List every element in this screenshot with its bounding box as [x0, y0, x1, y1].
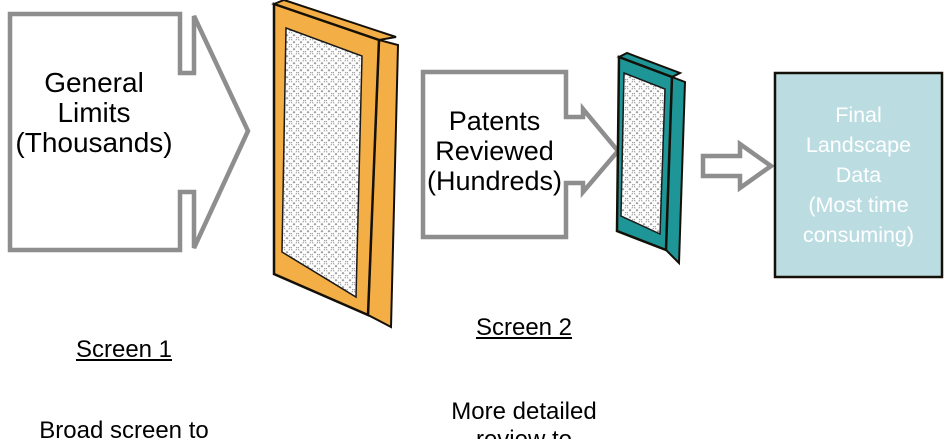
screen1-caption-title: Screen 1	[75, 336, 173, 363]
screen2-caption-body: More detailed review to efficiently elim…	[451, 398, 597, 439]
final-data-box	[773, 71, 944, 279]
screen1-caption-body: Broad screen to maximize search results	[39, 417, 209, 439]
final-step-arrow-icon	[700, 139, 775, 193]
screen2-filter-icon	[615, 51, 687, 266]
screen1-caption: Screen 1 Broad screen to maximize search…	[8, 282, 240, 439]
screen2-caption: Screen 2 More detailed review to efficie…	[438, 258, 610, 439]
patents-reviewed-label: Patents Reviewed (Hundreds)	[426, 106, 563, 196]
screen1-mesh	[281, 26, 363, 299]
general-limits-label: General Limits (Thousands)	[15, 67, 173, 158]
general-limits-arrow-shape	[7, 11, 251, 253]
screen1-filter-icon	[271, 0, 400, 329]
screen2-mesh	[620, 71, 666, 236]
final-data-box-label: Final Landscape Data (Most time consumin…	[802, 103, 915, 247]
patents-reviewed-arrow-shape	[420, 69, 621, 240]
screen2-caption-title: Screen 2	[475, 314, 573, 341]
